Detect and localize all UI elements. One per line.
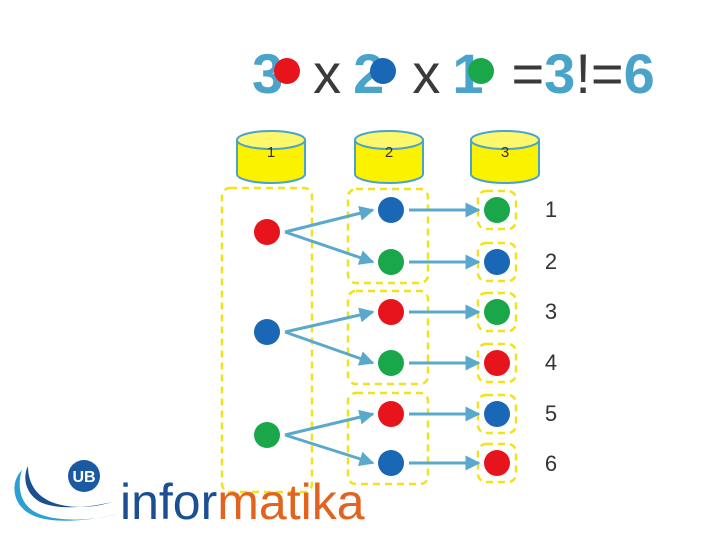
stage-label-2: 2	[384, 144, 394, 161]
stage3-green-dot	[484, 197, 510, 223]
formula: 3x2x1=3!=6	[252, 38, 655, 118]
formula-n: 3	[544, 42, 576, 105]
logo-text-infor: infor	[120, 474, 218, 530]
branch-arrow	[284, 205, 375, 234]
branch-arrow	[284, 433, 375, 467]
stage1-red-dot	[254, 219, 280, 245]
stage-cylinder-1: 1	[231, 128, 311, 188]
stage2-red-dot	[378, 299, 404, 325]
ub-badge-text: UB	[72, 469, 95, 486]
formula-blue-dot	[370, 58, 396, 84]
formula-result: 6	[623, 42, 655, 105]
stage2-green-dot	[378, 350, 404, 376]
permutation-number-1: 1	[544, 197, 558, 222]
formula-red-dot	[274, 58, 300, 84]
stage-cylinder-2: 2	[349, 128, 429, 188]
formula-times-2: x	[412, 42, 441, 105]
permutation-number-4: 4	[544, 350, 558, 375]
formula-green-dot	[468, 58, 494, 84]
permutation-number-3: 3	[544, 299, 558, 324]
stage2-red-dot	[378, 401, 404, 427]
stage2-group-box	[346, 391, 430, 486]
stage2-green-dot	[378, 249, 404, 275]
stage3-red-dot	[484, 450, 510, 476]
permutation-number-5: 5	[544, 401, 558, 426]
stage1-blue-dot	[254, 319, 280, 345]
ub-logo-icon: UB	[14, 460, 118, 521]
stage-label-3: 3	[500, 144, 510, 161]
stage3-green-dot	[484, 299, 510, 325]
branch-arrow	[284, 330, 375, 366]
logo-wordmark: informatika	[120, 472, 365, 532]
logo-text-matika: matika	[217, 474, 365, 530]
stage2-group-box	[346, 187, 430, 285]
stage2-blue-dot	[378, 450, 404, 476]
formula-factorial-equals: !=	[575, 42, 624, 105]
stage3-red-dot	[484, 350, 510, 376]
stage1-green-dot	[254, 422, 280, 448]
permutation-number-6: 6	[544, 451, 558, 476]
branch-arrow	[284, 230, 375, 265]
branch-arrow	[284, 307, 375, 334]
stage2-group-box	[346, 289, 430, 386]
stage-label-1: 1	[266, 144, 276, 161]
formula-times-1: x	[313, 42, 342, 105]
stage2-blue-dot	[378, 197, 404, 223]
stage3-blue-dot	[484, 249, 510, 275]
formula-equals: =	[511, 42, 545, 105]
permutation-number-2: 2	[544, 249, 558, 274]
branch-arrow	[284, 409, 375, 437]
stage3-blue-dot	[484, 401, 510, 427]
stage-cylinder-3: 3	[465, 128, 545, 188]
